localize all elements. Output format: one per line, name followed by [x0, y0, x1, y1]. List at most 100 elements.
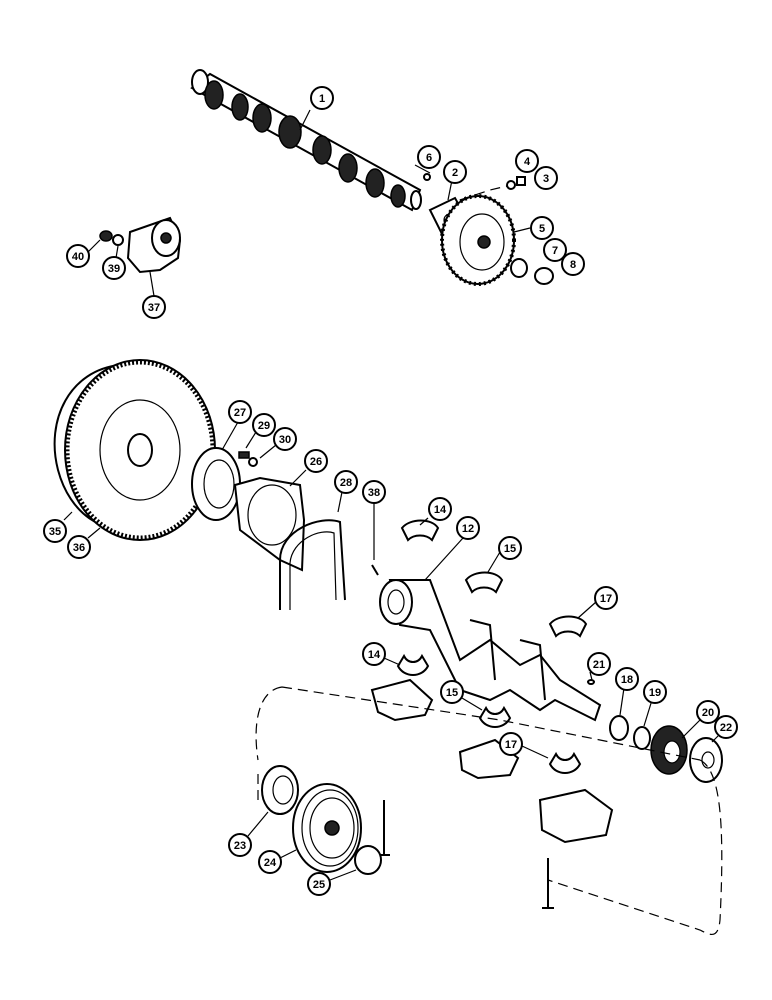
- seal-retainer: [233, 476, 306, 572]
- callout-40: 40: [66, 239, 101, 268]
- callout-6: 6: [414, 145, 441, 174]
- svg-text:18: 18: [621, 674, 633, 686]
- callout-28: 28: [334, 470, 358, 513]
- svg-text:19: 19: [649, 687, 661, 699]
- svg-text:3: 3: [543, 173, 549, 185]
- svg-text:8: 8: [570, 259, 576, 271]
- callout-14b: 14: [362, 642, 401, 666]
- callout-14a: 14: [419, 497, 452, 526]
- bearing-14-upper: [400, 519, 440, 542]
- cap-bolt-rear: [542, 858, 554, 909]
- callout-17a: 17: [577, 586, 618, 619]
- rear-oil-seal: [191, 447, 241, 521]
- svg-text:1: 1: [319, 93, 325, 105]
- leader-line-assembly: [255, 686, 723, 935]
- callout-21: 21: [587, 652, 611, 681]
- washer-39: [112, 234, 124, 246]
- washer-30: [248, 457, 258, 467]
- washer-7: [510, 258, 528, 278]
- callout-35: 35: [43, 511, 73, 543]
- svg-text:12: 12: [462, 523, 474, 535]
- svg-text:5: 5: [539, 223, 545, 235]
- svg-text:14: 14: [434, 504, 447, 516]
- nut-8: [534, 267, 554, 285]
- flange-hub: [126, 216, 182, 274]
- svg-text:7: 7: [552, 245, 558, 257]
- svg-text:21: 21: [593, 659, 605, 671]
- svg-text:28: 28: [340, 477, 352, 489]
- callout-17b: 17: [499, 732, 549, 759]
- cap-bolt-front: [378, 800, 390, 856]
- front-seal-23: [261, 765, 299, 815]
- svg-text:14: 14: [368, 649, 381, 661]
- callout-15a: 15: [487, 536, 522, 573]
- callout-1: 1: [299, 86, 334, 131]
- crankshaft-pulley: [292, 783, 362, 873]
- svg-text:38: 38: [368, 487, 380, 499]
- svg-text:24: 24: [264, 857, 277, 869]
- callout-12: 12: [424, 516, 480, 581]
- callout-36: 36: [67, 527, 101, 559]
- callout-37: 37: [142, 271, 166, 319]
- woodruff-key: [423, 173, 431, 181]
- svg-text:17: 17: [505, 739, 517, 751]
- svg-text:27: 27: [234, 407, 246, 419]
- svg-text:15: 15: [504, 543, 516, 555]
- svg-text:37: 37: [148, 302, 160, 314]
- oil-slinger-19: [633, 726, 651, 750]
- flywheel: [53, 359, 216, 541]
- bolt-3: [516, 176, 526, 186]
- callout-29: 29: [245, 413, 276, 449]
- svg-text:40: 40: [72, 251, 84, 263]
- spacer-18: [609, 715, 629, 741]
- svg-text:23: 23: [234, 840, 246, 852]
- svg-text:4: 4: [524, 156, 531, 168]
- callout-39: 39: [102, 245, 126, 280]
- callout-26: 26: [289, 449, 328, 487]
- callout-20: 20: [681, 700, 720, 739]
- callout-24: 24: [258, 849, 297, 874]
- svg-text:15: 15: [446, 687, 458, 699]
- bearing-cap-front: [370, 678, 434, 722]
- svg-text:39: 39: [108, 263, 120, 275]
- callout-38: 38: [362, 480, 386, 560]
- callout-3: 3: [534, 166, 558, 190]
- svg-text:6: 6: [426, 152, 432, 164]
- bearing-15-upper: [464, 571, 504, 594]
- stud-38: [371, 564, 379, 576]
- front-cover-seal-22: [689, 737, 723, 783]
- callout-5: 5: [513, 216, 554, 240]
- svg-text:25: 25: [313, 879, 325, 891]
- bearing-17-lower: [548, 751, 582, 774]
- crankshaft: [379, 579, 602, 722]
- nut-40: [99, 230, 113, 242]
- callout-30: 30: [259, 427, 297, 459]
- svg-text:22: 22: [720, 722, 732, 734]
- svg-text:35: 35: [49, 526, 61, 538]
- callout-8: 8: [561, 252, 585, 276]
- callout-22: 22: [711, 715, 738, 743]
- svg-text:20: 20: [702, 707, 714, 719]
- svg-text:17: 17: [600, 593, 612, 605]
- svg-text:36: 36: [73, 542, 85, 554]
- callout-19: 19: [643, 680, 667, 727]
- bearing-14-lower: [396, 653, 430, 676]
- bearing-15-lower: [478, 705, 512, 728]
- camshaft-gear: [440, 194, 516, 286]
- svg-text:29: 29: [258, 420, 270, 432]
- callout-7: 7: [543, 238, 567, 262]
- callout-2: 2: [443, 160, 467, 201]
- key-21: [587, 679, 595, 685]
- pulley-nut-25: [354, 845, 382, 875]
- bearing-17-upper: [548, 615, 588, 638]
- callout-4: 4: [515, 149, 539, 173]
- svg-text:26: 26: [310, 456, 322, 468]
- svg-text:2: 2: [452, 167, 458, 179]
- washer-4: [506, 180, 516, 190]
- bolt-29: [238, 451, 250, 459]
- callout-23: 23: [228, 811, 269, 857]
- callout-27: 27: [221, 400, 252, 451]
- callout-25: 25: [307, 869, 357, 896]
